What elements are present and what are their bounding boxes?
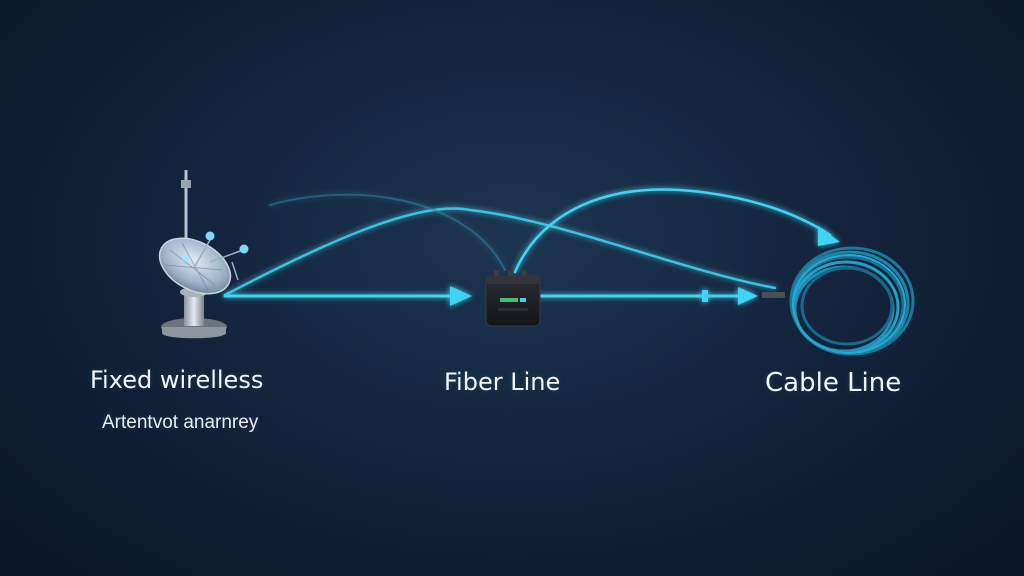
cable-coil-icon bbox=[762, 246, 915, 356]
cable-title: Cable Line bbox=[765, 368, 902, 398]
faint-arc bbox=[269, 193, 506, 271]
arrowhead-arc bbox=[818, 226, 840, 246]
link-connector bbox=[702, 290, 708, 302]
router-icon bbox=[485, 270, 541, 327]
router-title: Fiber Line bbox=[444, 368, 561, 396]
arrowhead-router bbox=[450, 286, 472, 306]
antenna-title: Fixed wirelless bbox=[90, 366, 264, 394]
satellite-dish-icon bbox=[158, 170, 249, 339]
arc-router-to-cable bbox=[513, 188, 832, 274]
arc-antenna-to-cable bbox=[223, 207, 777, 297]
arrowhead-cable bbox=[738, 287, 758, 305]
connection-links bbox=[223, 188, 840, 306]
antenna-subtitle: Artentvot anarnrey bbox=[102, 412, 259, 433]
